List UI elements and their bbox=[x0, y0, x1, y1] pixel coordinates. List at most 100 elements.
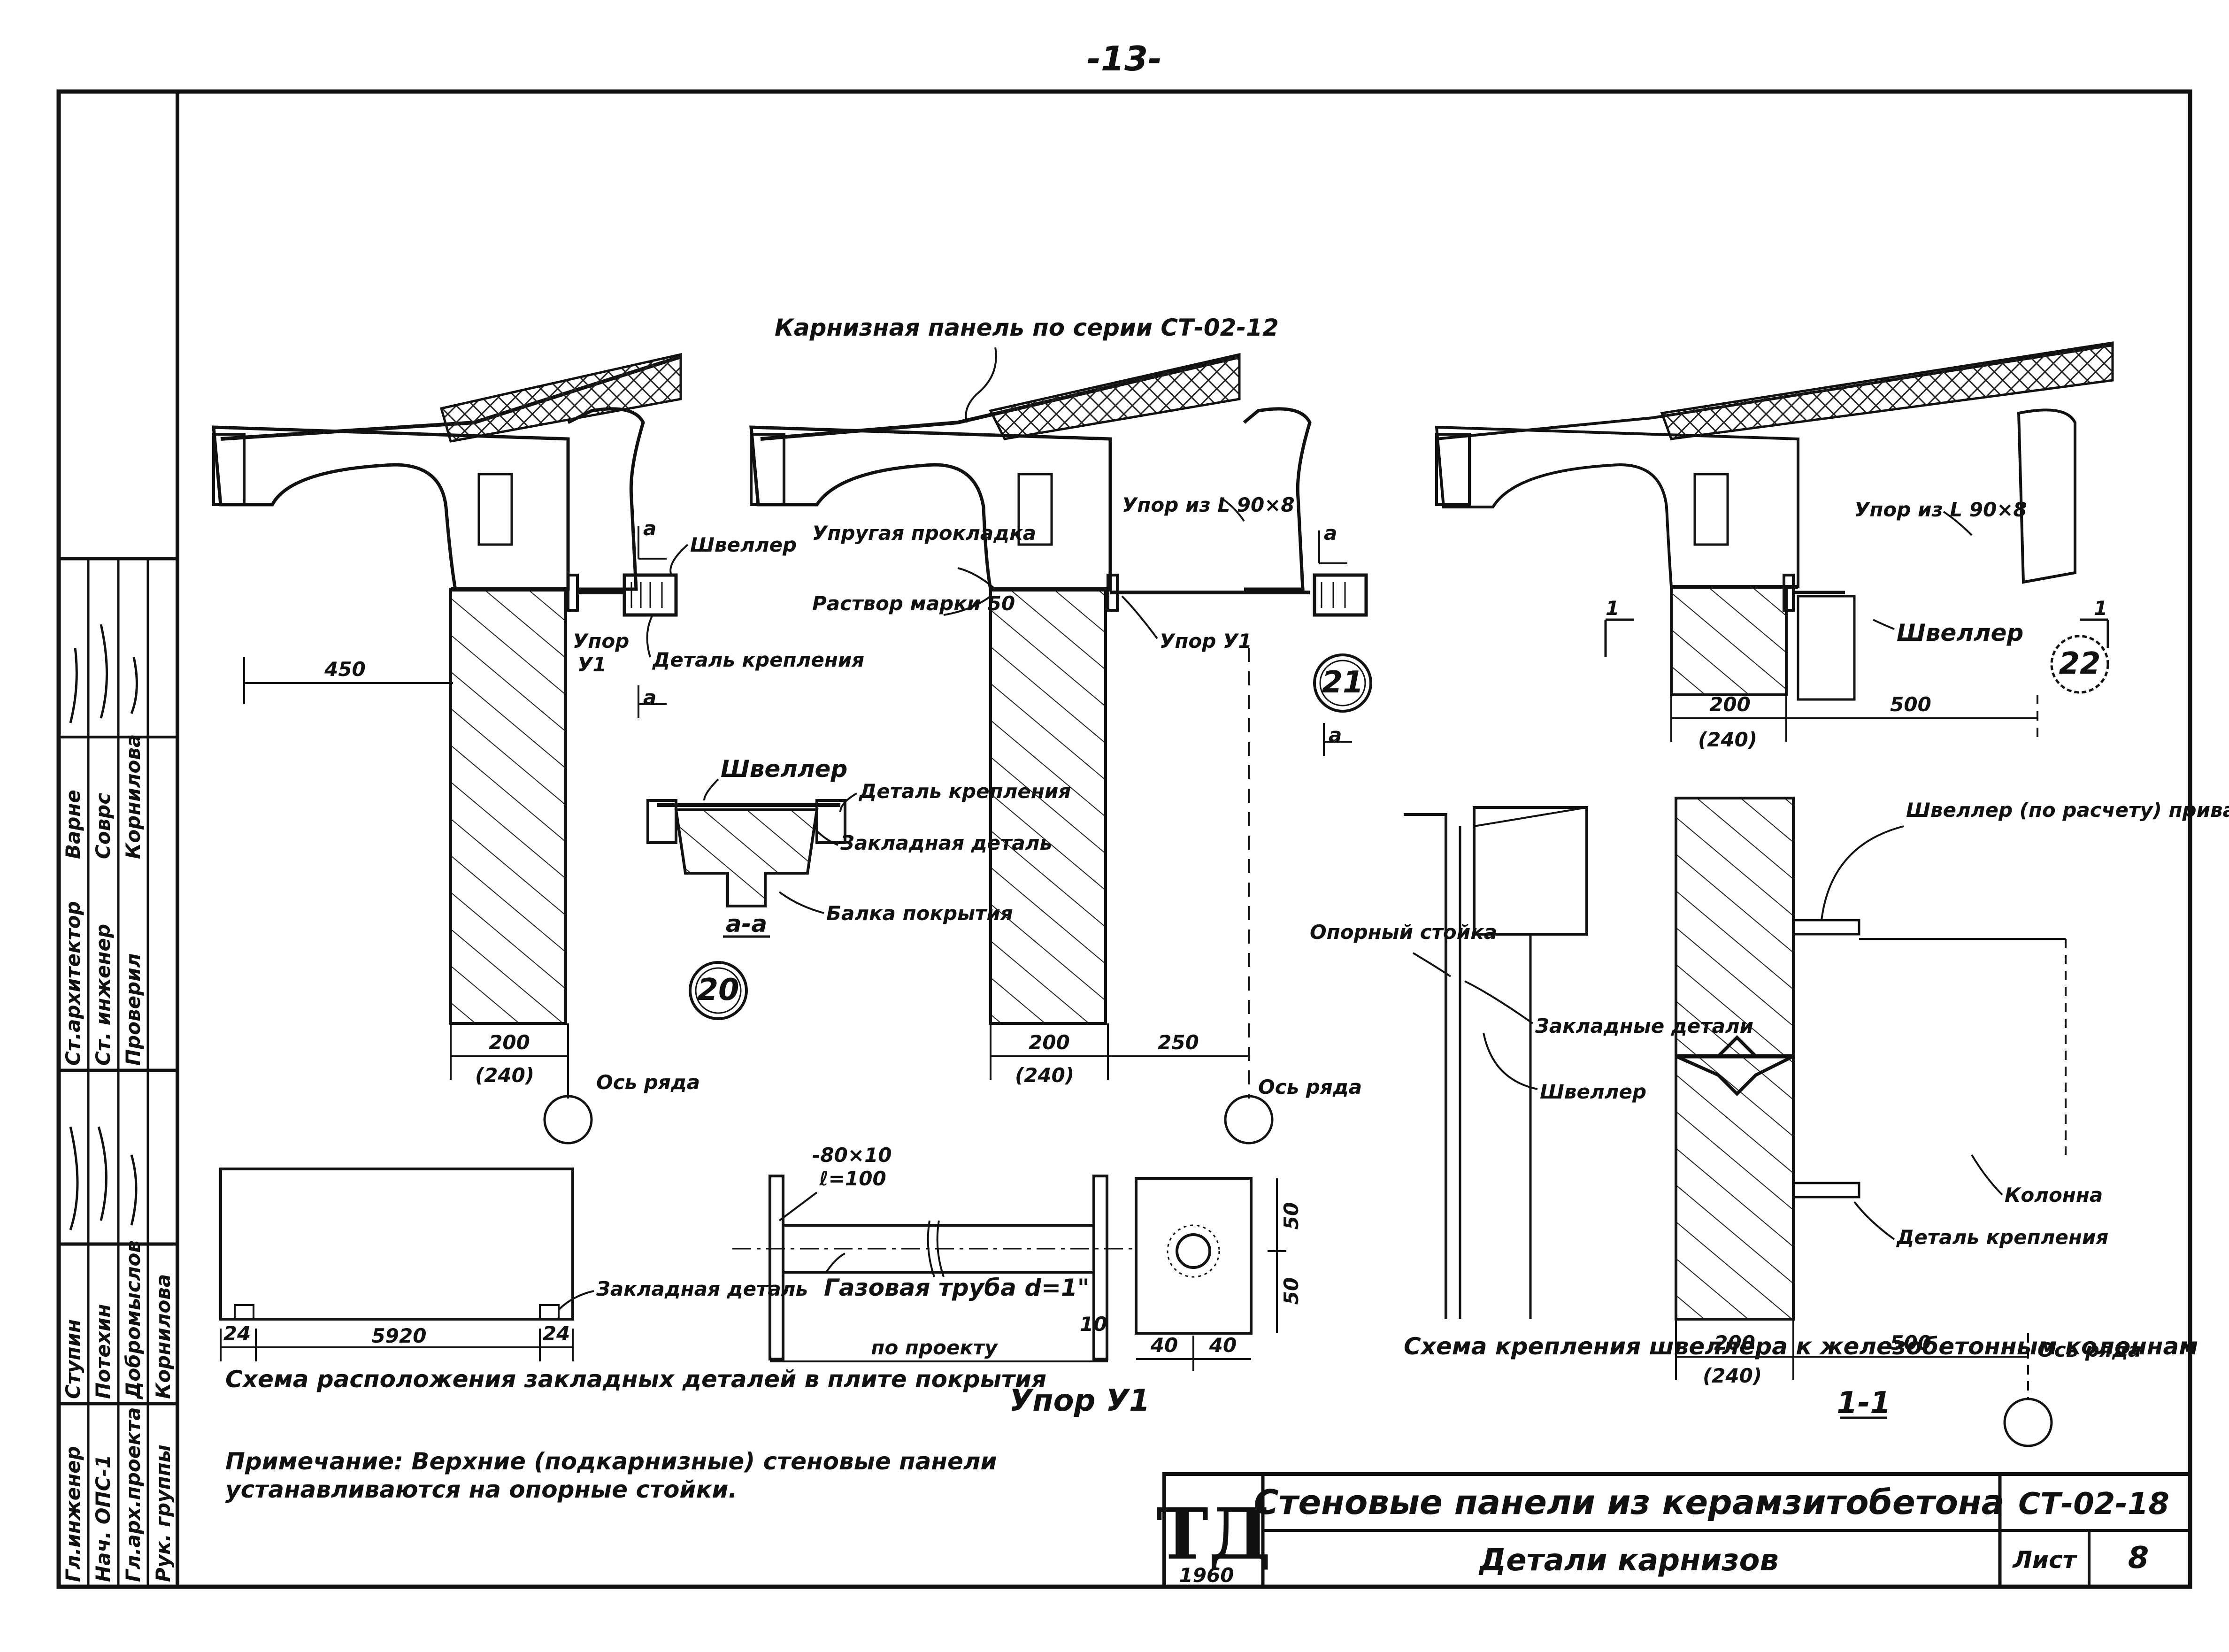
dim-10: 10 bbox=[1080, 1313, 1107, 1336]
label-support-post: Опорный стойка bbox=[1310, 921, 1497, 944]
note-line-2: устанавливаются на опорные стойки. bbox=[225, 1476, 737, 1503]
dim-450: 450 bbox=[324, 658, 366, 681]
section-mark-a-top: а bbox=[643, 517, 656, 540]
label-beam-aa: Балка покрытия bbox=[826, 902, 1013, 925]
axis-bubble-d21 bbox=[1224, 1095, 1274, 1145]
axis-label-1-1: Ось ряда bbox=[2037, 1338, 2141, 1361]
stamp-name-kornilova: Корнилова bbox=[152, 1274, 175, 1399]
stamp-name-varne: Варне bbox=[61, 790, 85, 859]
dim-40-right: 40 bbox=[1209, 1334, 1237, 1357]
stamp-role-checked: Проверил bbox=[122, 953, 145, 1066]
dim-240-d20: (240) bbox=[475, 1064, 534, 1087]
detail-20: 450 200 (240) Ось ряда Швеллер Упор У1 Д… bbox=[212, 353, 864, 1145]
section-mark-a-d21: а bbox=[1324, 522, 1337, 545]
detail-22: Упор из L 90×8 Швеллер 1 1 200 (240) 500… bbox=[1435, 341, 2114, 751]
label-fastening-d20: Деталь крепления bbox=[652, 648, 864, 671]
section-1-1: Швеллер (по расчету) приварить к закладн… bbox=[1675, 797, 2229, 1447]
label-mortar-d21: Раствор марки 50 bbox=[812, 592, 1015, 615]
dim-50-top: 50 bbox=[1280, 1202, 1303, 1229]
stamp-name-sovrs: Соврс bbox=[92, 793, 115, 859]
stamp-role-senior-engineer: Ст. инженер bbox=[92, 924, 115, 1066]
dim-24-left: 24 bbox=[223, 1322, 251, 1345]
dim-500-d22: 500 bbox=[1890, 693, 1931, 716]
axis-bubble-d20 bbox=[543, 1095, 593, 1145]
section-1-1-caption: 1-1 bbox=[1837, 1386, 1891, 1421]
section-aa-title: а-а bbox=[726, 910, 767, 937]
label-fastening-1-1: Деталь крепления bbox=[1896, 1226, 2108, 1249]
stamp-role-senior-architect: Ст.архитектор bbox=[61, 901, 85, 1066]
dim-50-bottom: 50 bbox=[1280, 1277, 1303, 1305]
dim-200-d21: 200 bbox=[1029, 1031, 1070, 1054]
stamp-role-group-lead: Рук. группы bbox=[152, 1445, 175, 1582]
column-scheme-caption: Схема крепления швеллера к железобетонны… bbox=[1404, 1333, 2198, 1360]
stamp-name-kornilova-2: Корнилова bbox=[122, 734, 145, 859]
logo-td: ТД bbox=[1156, 1493, 1271, 1575]
label-embedded-slab: Закладная деталь bbox=[596, 1277, 808, 1300]
pipe-label: Газовая труба d=1" bbox=[824, 1274, 1090, 1301]
detail-number-21: 21 bbox=[1322, 665, 1363, 700]
axis-bubble-1-1 bbox=[2003, 1398, 2053, 1447]
dim-240-d21: (240) bbox=[1015, 1064, 1074, 1087]
plate-size: -80×10 bbox=[812, 1144, 892, 1167]
page-number: -13- bbox=[1087, 39, 1162, 78]
label-channel-column: Швеллер bbox=[1540, 1080, 1646, 1103]
label-stop-y1-d21: Упор У1 bbox=[1160, 630, 1252, 653]
length-by-project: по проекту bbox=[871, 1336, 998, 1359]
axis-label-d21: Ось ряда bbox=[1258, 1076, 1362, 1099]
slab-scheme-caption: Схема расположения закладных деталей в п… bbox=[225, 1366, 1046, 1393]
detail-number-20: 20 bbox=[697, 973, 739, 1007]
dim-240-d22: (240) bbox=[1698, 728, 1757, 751]
section-mark-1-right: 1 bbox=[2094, 597, 2107, 620]
stop-y1-detail: -80×10 ℓ=100 Газовая труба d=1" по проек… bbox=[732, 1144, 1303, 1418]
detail-number-22: 22 bbox=[2059, 646, 2100, 681]
stamp-role-chief-engineer: Гл.инженер bbox=[61, 1446, 85, 1582]
dim-24-right: 24 bbox=[543, 1322, 570, 1345]
label-column-1-1: Колонна bbox=[2005, 1183, 2103, 1206]
title-block: ТД 1960 Стеновые панели из керамзитобето… bbox=[1156, 1472, 2192, 1589]
label-stop-angle-d22: Упор из L 90×8 bbox=[1854, 498, 2027, 521]
dim-200-d20: 200 bbox=[489, 1031, 530, 1054]
label-channel-d22: Швеллер bbox=[1897, 619, 2023, 646]
dim-250-d21: 250 bbox=[1158, 1031, 1199, 1054]
stamp-name-potekhin: Потехин bbox=[92, 1304, 115, 1399]
label-panel-d21: Карнизная панель по серии СТ-02-12 bbox=[775, 314, 1279, 341]
detail-number-bubble-21 bbox=[1313, 653, 1372, 713]
detail-21: Карнизная панель по серии СТ-02-12 Упруг… bbox=[749, 314, 1372, 1145]
axis-label-d20: Ось ряда bbox=[596, 1071, 700, 1094]
label-gasket-d21: Упругая прокладка bbox=[812, 522, 1036, 545]
stamp-role-chief-architect: Гл.арх.проекта bbox=[122, 1407, 145, 1582]
dim-200-1-1: 200 bbox=[1714, 1331, 1755, 1354]
stamp-role-head-ops: Нач. ОПС-1 bbox=[92, 1455, 115, 1582]
plate-length: ℓ=100 bbox=[819, 1167, 886, 1190]
sheet-number: 8 bbox=[2128, 1541, 2149, 1575]
section-mark-1-left: 1 bbox=[1606, 597, 1619, 620]
year: 1960 bbox=[1179, 1564, 1234, 1587]
sheet-label: Лист bbox=[2012, 1546, 2077, 1574]
section-mark-a-bottom: а bbox=[643, 686, 656, 709]
dim-40-left: 40 bbox=[1150, 1334, 1178, 1357]
label-stop-d20: Упор bbox=[573, 630, 629, 653]
dim-5920: 5920 bbox=[372, 1324, 427, 1347]
signature-marks bbox=[69, 624, 138, 1230]
left-stamp: Гл.инженер Нач. ОПС-1 Гл.арх.проекта Рук… bbox=[59, 557, 177, 1587]
detail-number-bubble-20 bbox=[689, 961, 748, 1020]
dim-500-1-1: 500 bbox=[1890, 1331, 1931, 1354]
stamp-name-stupin: Ступин bbox=[61, 1319, 85, 1399]
sheet-frame bbox=[56, 89, 2192, 1589]
note-line-1: Примечание: Верхние (подкарнизные) стено… bbox=[225, 1448, 997, 1475]
label-channel-aa: Швеллер bbox=[721, 755, 847, 783]
channel-note-1-1: Швеллер (по расчету) приварить к закладн… bbox=[1906, 799, 2229, 822]
drawing-code: СТ-02-18 bbox=[2018, 1487, 2169, 1521]
label-stop-id-d20: У1 bbox=[577, 653, 607, 676]
drawing-title: Стеновые панели из керамзитобетона bbox=[1254, 1483, 2004, 1522]
label-stop-angle-d21: Упор из L 90×8 bbox=[1122, 493, 1295, 516]
section-mark-a2-d21: а bbox=[1329, 723, 1342, 746]
dim-240-1-1: (240) bbox=[1703, 1364, 1762, 1387]
label-channel-d20: Швеллер bbox=[690, 533, 797, 556]
stop-y1-caption: Упор У1 bbox=[1009, 1383, 1150, 1418]
stamp-name-dobromyslov: Добромыслов bbox=[122, 1240, 145, 1400]
dim-200-d22: 200 bbox=[1709, 693, 1751, 716]
detail-number-bubble-22 bbox=[2050, 635, 2109, 694]
column-fastening-scheme: Опорный стойка Закладные детали Швеллер … bbox=[1310, 806, 2198, 1360]
